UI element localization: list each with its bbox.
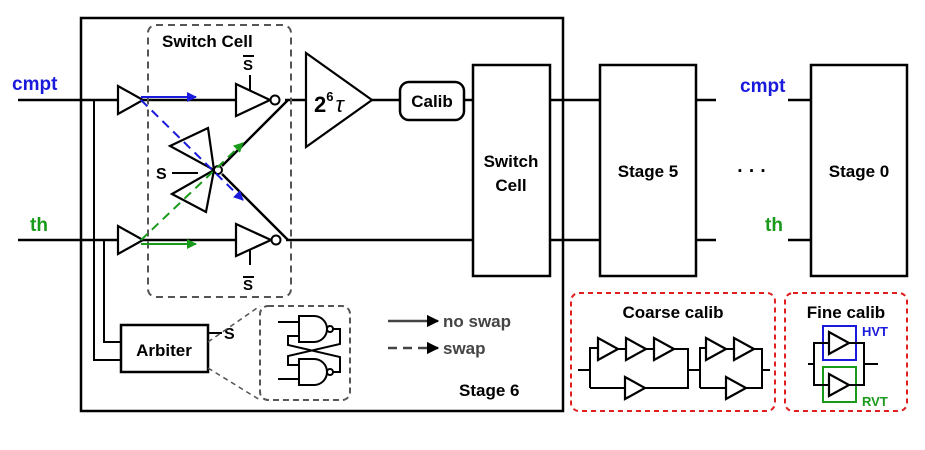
calib-block xyxy=(398,80,466,122)
switch-cross-to-top xyxy=(221,99,289,167)
switch-cell-region xyxy=(147,24,292,298)
fine-calib-buffers xyxy=(808,325,878,403)
switch-s-label: S xyxy=(156,166,167,183)
arbiter-block xyxy=(119,323,210,374)
stage5-block xyxy=(598,63,698,278)
zoom-line-lower xyxy=(207,367,261,401)
th-input-label: th xyxy=(30,215,48,236)
switch-bottom-inverter xyxy=(234,222,274,258)
switch-cell-block xyxy=(471,63,552,278)
switch-cross-upper-tristate xyxy=(167,126,216,173)
amplifier-label: 26τ xyxy=(314,89,345,117)
coarse-calib-buffer-chain xyxy=(578,336,770,401)
arbiter-label: Arbiter xyxy=(136,341,192,360)
stage6-label: Stage 6 xyxy=(459,381,519,400)
switch-cell-block-label-line1: Switch xyxy=(484,152,539,171)
cmpt-input-label: cmpt xyxy=(12,74,58,95)
arbiter-s-output-label: S xyxy=(224,326,235,343)
stage0-block xyxy=(809,63,909,278)
switch-bottom-inverter-bubble xyxy=(270,234,282,246)
arbiter-input-wires xyxy=(93,100,121,361)
coarse-calib-title: Coarse calib xyxy=(622,303,723,322)
switch-cross-to-bottom xyxy=(221,173,289,241)
th-swap-arrow xyxy=(140,142,244,241)
switch-cross-lower-tristate xyxy=(169,167,216,214)
zoom-line-upper xyxy=(207,305,261,343)
switch-cell-block-label-line2: Cell xyxy=(495,176,526,195)
legend-no-swap-label: no swap xyxy=(443,312,511,331)
switch-top-inverter xyxy=(234,82,273,118)
stage0-label: Stage 0 xyxy=(829,162,889,181)
cmpt-input-buffer xyxy=(116,84,146,116)
th-input-buffer xyxy=(116,224,146,256)
stage5-label: Stage 5 xyxy=(618,162,678,181)
stage-ellipsis: · · · xyxy=(737,161,767,182)
switch-cell-title: Switch Cell xyxy=(162,32,253,51)
fine-calib-title: Fine calib xyxy=(807,303,885,322)
stage0-th-label: th xyxy=(765,215,783,236)
stage6-box xyxy=(79,16,565,413)
stage0-cmpt-label: cmpt xyxy=(740,76,786,97)
legend-swap-label: swap xyxy=(443,339,486,358)
calib-label: Calib xyxy=(411,92,453,111)
switch-top-inverter-bubble xyxy=(269,94,281,106)
hvt-label: HVT xyxy=(862,324,888,339)
main-wires xyxy=(18,98,811,242)
rvt-label: RVT xyxy=(862,394,888,409)
amplifier-2-6-tau xyxy=(304,50,374,150)
cmpt-swap-arrow xyxy=(140,99,244,201)
bottom-s-bar-label: S xyxy=(243,277,253,294)
sr-latch-nand-gates xyxy=(278,315,341,386)
top-s-bar-label: S xyxy=(243,57,253,74)
coarse-calib-region xyxy=(570,292,776,412)
